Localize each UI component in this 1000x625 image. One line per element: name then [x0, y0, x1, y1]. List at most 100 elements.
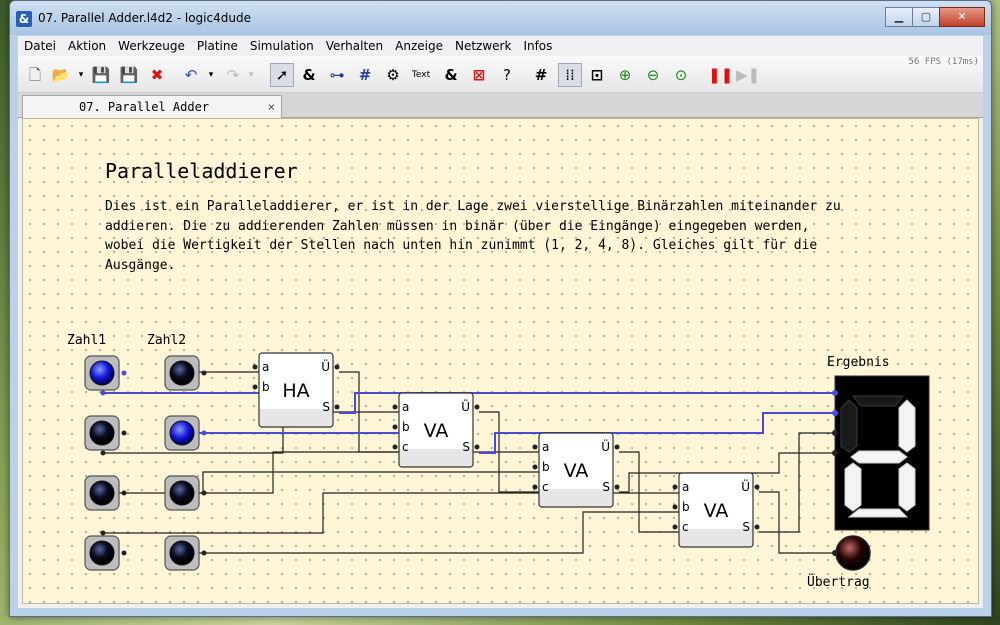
- junctions: [100, 390, 186, 556]
- wire: [103, 471, 539, 494]
- step-icon[interactable]: ▶❚: [736, 66, 761, 84]
- document-body: Dies ist ein Paralleladdierer, er ist in…: [105, 199, 841, 273]
- new-file-icon[interactable]: 🗋: [28, 66, 42, 84]
- input-pin-label: a: [682, 480, 689, 494]
- output-pin-label: Ü: [741, 478, 750, 494]
- undo-icon[interactable]: ↶: [184, 66, 198, 84]
- zoom-in-icon[interactable]: ⊕: [618, 66, 632, 84]
- zahl2-input-button[interactable]: [164, 415, 207, 451]
- zahl1-input-button[interactable]: [84, 415, 127, 451]
- dot-grid-icon[interactable]: ⁞⁞: [558, 63, 582, 87]
- close-window-button[interactable]: ✕: [939, 7, 985, 27]
- adder-name: VA: [424, 420, 449, 442]
- wires-active: [103, 392, 839, 454]
- input-pin-label: a: [262, 360, 269, 374]
- display-pins: [832, 390, 838, 456]
- grid-icon[interactable]: #: [534, 66, 548, 84]
- pause-icon[interactable]: ❚❚: [708, 66, 734, 84]
- output-pin-label: Ü: [321, 358, 330, 374]
- zahl2-input-button[interactable]: [164, 355, 207, 391]
- client-area: Datei Aktion Werkzeuge Platine Simulatio…: [18, 36, 983, 608]
- input-pin-label: c: [542, 480, 549, 494]
- input-pin-label: a: [542, 440, 549, 454]
- input-pin-label: b: [262, 380, 270, 394]
- adder-va-2[interactable]: VA abc Ü S: [532, 432, 620, 508]
- output-pin-label: Ü: [601, 438, 610, 454]
- wire: [619, 451, 679, 533]
- zahl2-input-button[interactable]: [164, 535, 207, 571]
- adder-name: HA: [282, 380, 309, 402]
- redo-dropdown-icon[interactable]: ▾: [248, 70, 254, 80]
- tab-parallel-adder[interactable]: 07. Parallel Adder ×: [22, 95, 282, 118]
- wire: [183, 511, 679, 554]
- zahl1-input-button[interactable]: [84, 355, 127, 391]
- redo-icon[interactable]: ↷: [226, 66, 240, 84]
- menu-infos[interactable]: Infos: [523, 39, 553, 53]
- tab-close-icon[interactable]: ×: [267, 100, 275, 114]
- input-pin-label: c: [682, 520, 689, 534]
- menu-netzwerk[interactable]: Netzwerk: [454, 39, 512, 53]
- window-title: 07. Parallel Adder.l4d2 - logic4dude: [38, 11, 251, 25]
- input-pin-label: a: [402, 400, 409, 414]
- remove-gate-icon[interactable]: ⊠: [472, 66, 486, 84]
- open-dropdown-icon[interactable]: ▾: [78, 70, 84, 80]
- wire-tool-icon[interactable]: ⊶: [329, 66, 345, 84]
- tab-label: 07. Parallel Adder: [79, 100, 210, 114]
- output-pin-label: S: [742, 520, 750, 534]
- junction-tool-icon[interactable]: #: [358, 66, 372, 84]
- menu-aktion[interactable]: Aktion: [68, 39, 107, 53]
- gate-tool-icon[interactable]: &: [302, 66, 316, 84]
- input-pin-label: b: [542, 460, 550, 474]
- undo-dropdown-icon[interactable]: ▾: [208, 70, 214, 80]
- minimize-button[interactable]: ▁: [885, 7, 913, 27]
- wire: [759, 432, 839, 533]
- menu-verhalten[interactable]: Verhalten: [325, 39, 384, 53]
- zahl2-label: Zahl2: [147, 333, 187, 348]
- zahl1-input-button[interactable]: [84, 535, 127, 571]
- toolbar: 🗋 📂 ▾ 💾 💾 ✖ ↶ ▾ ↷ ▾ ➚ & ⊶ # ⚙ Text & ⊠ ?…: [18, 56, 983, 93]
- text-tool-icon[interactable]: Text: [411, 70, 431, 80]
- wire-active: [339, 392, 839, 414]
- menu-bar: Datei Aktion Werkzeuge Platine Simulatio…: [18, 36, 983, 56]
- title-bar[interactable]: & 07. Parallel Adder.l4d2 - logic4dude ▁…: [10, 1, 991, 35]
- ergebnis-label: Ergebnis: [827, 355, 890, 370]
- zahl1-label: Zahl1: [67, 333, 107, 348]
- open-folder-icon[interactable]: 📂: [51, 66, 71, 84]
- save-as-icon[interactable]: 💾: [119, 66, 139, 84]
- add-gate-icon[interactable]: &: [444, 66, 458, 84]
- segment-e: [844, 462, 862, 512]
- document-title: Paralleladdierer: [105, 159, 298, 183]
- fit-view-icon[interactable]: ⊡: [590, 66, 604, 84]
- segment-d: [847, 508, 909, 518]
- save-icon[interactable]: 💾: [91, 66, 111, 84]
- select-cursor-icon[interactable]: ➚: [270, 63, 294, 87]
- zoom-reset-icon[interactable]: ⊙: [674, 66, 688, 84]
- delete-icon[interactable]: ✖: [150, 66, 164, 84]
- input-pin-label: b: [402, 420, 410, 434]
- fps-indicator: 56 FPS (17ms): [908, 57, 979, 67]
- carry-led: [832, 535, 871, 571]
- input-buttons: [84, 355, 207, 571]
- menu-simulation[interactable]: Simulation: [249, 39, 314, 53]
- component-tool-icon[interactable]: ⚙: [386, 66, 400, 84]
- maximize-button[interactable]: ▢: [912, 7, 940, 27]
- gate-help-icon[interactable]: ?: [503, 66, 511, 84]
- circuit-canvas[interactable]: Paralleladdierer Dies ist ein Parallelad…: [22, 118, 979, 604]
- zahl2-input-button[interactable]: [164, 475, 207, 511]
- menu-platine[interactable]: Platine: [196, 39, 238, 53]
- adder-name: VA: [564, 460, 589, 482]
- segment-g: [850, 450, 908, 464]
- zahl1-input-button[interactable]: [84, 475, 127, 511]
- segment-b: [898, 399, 916, 453]
- menu-datei[interactable]: Datei: [24, 39, 57, 53]
- menu-anzeige[interactable]: Anzeige: [395, 39, 443, 53]
- zoom-out-icon[interactable]: ⊖: [646, 66, 660, 84]
- app-icon: &: [16, 11, 32, 27]
- menu-werkzeuge[interactable]: Werkzeuge: [118, 39, 185, 53]
- output-pin-label: S: [602, 480, 610, 494]
- output-pin-label: Ü: [461, 398, 470, 414]
